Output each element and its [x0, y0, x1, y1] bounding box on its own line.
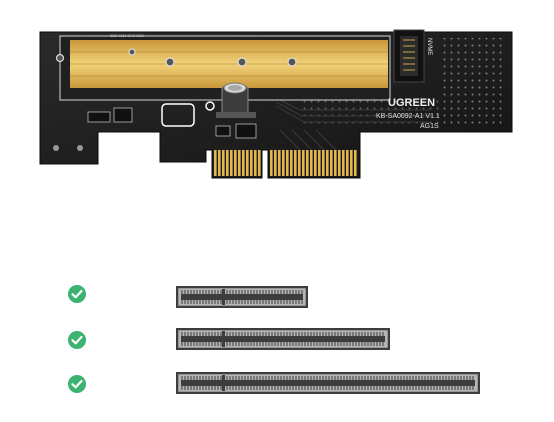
pcie-slot-x16-diagram [176, 372, 480, 394]
m2-slot-plate: 2280 2260 2242 2230 [55, 34, 391, 101]
product-photo: 2280 2260 2242 2230 NVME UGREEN KB-SA009… [39, 29, 513, 179]
check-circle-icon [68, 331, 86, 349]
pcie-slot-x4-diagram [176, 286, 308, 308]
brand-text: UGREEN [388, 97, 435, 109]
check-circle-icon [68, 375, 86, 393]
pcie-slot-x8-diagram [176, 328, 390, 350]
svg-text:2280 2260 2242 2230: 2280 2260 2242 2230 [110, 34, 144, 38]
pcie-gold-fingers [214, 150, 357, 176]
model-text: KB-SA0092-A1 V1.1 [376, 113, 440, 120]
m2-connector [393, 29, 425, 83]
capacitor [216, 82, 256, 118]
connector-label: NVME [426, 38, 432, 55]
code-text: AG1S [420, 123, 439, 130]
check-circle-icon [68, 285, 86, 303]
